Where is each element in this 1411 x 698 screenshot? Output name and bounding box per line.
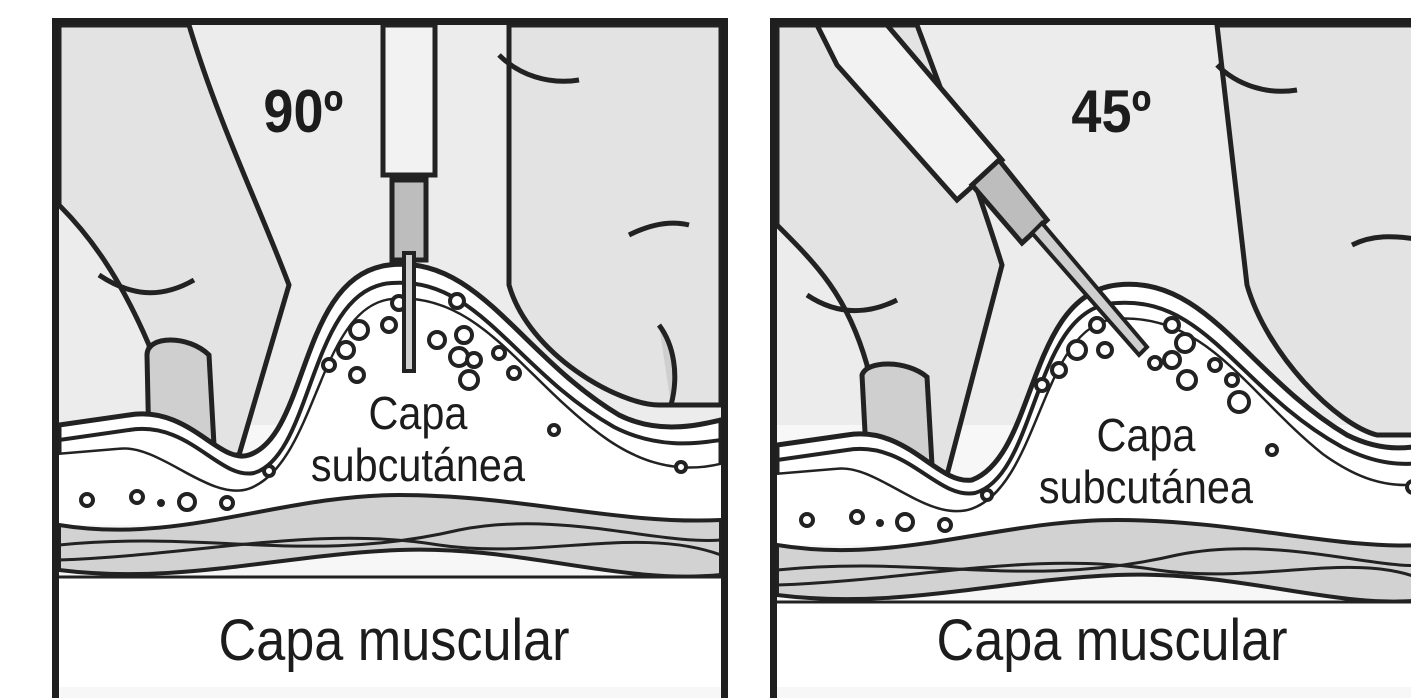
subcutaneous-label-45: Capa subcutánea — [1039, 409, 1253, 513]
injection-panel-90: 90º Capa subcutánea Capa muscular — [52, 18, 728, 698]
subcutaneous-line2-90: subcutánea — [311, 439, 525, 491]
muscle-label-45: Capa muscular — [937, 607, 1288, 674]
injection-panel-45: 45º Capa subcutánea Capa muscular — [770, 18, 1411, 698]
illustration-90 — [59, 25, 721, 687]
subcutaneous-line1-90: Capa — [311, 387, 525, 439]
subcutaneous-label-90: Capa subcutánea — [311, 387, 525, 491]
muscle-label-90: Capa muscular — [219, 607, 570, 674]
subcutaneous-line2-45: subcutánea — [1039, 461, 1253, 513]
angle-label-45: 45º — [1071, 77, 1151, 146]
subcutaneous-line1-45: Capa — [1039, 409, 1253, 461]
angle-label-90: 90º — [263, 77, 343, 146]
